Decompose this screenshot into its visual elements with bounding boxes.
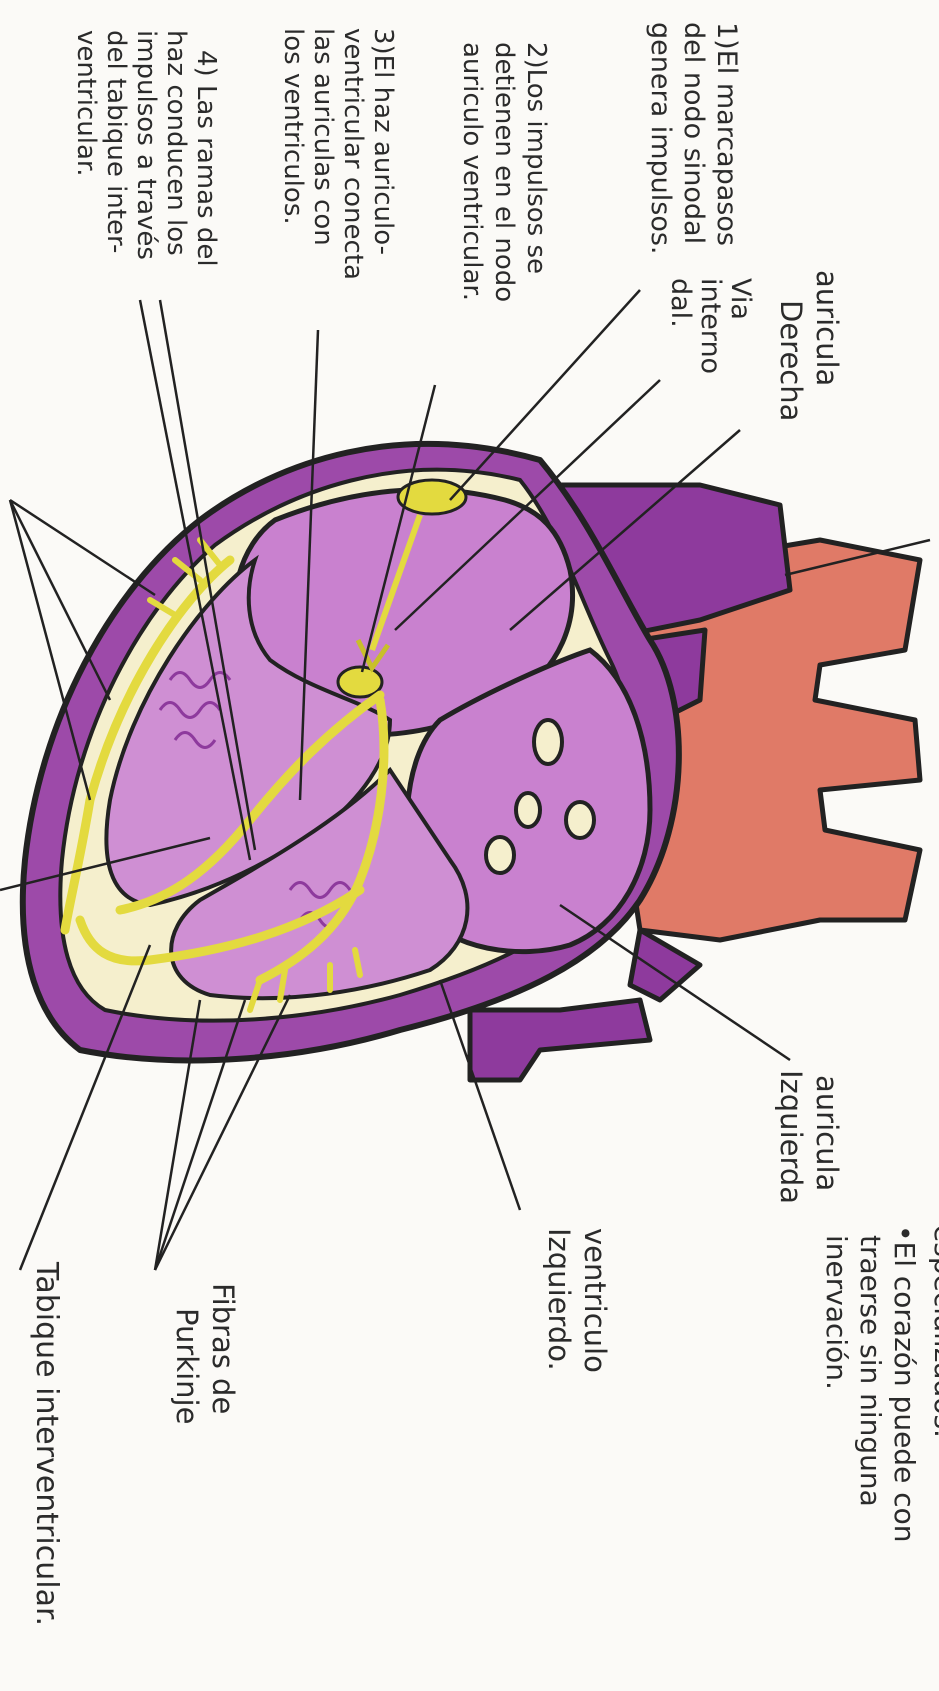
atrioventricular-node: [338, 667, 382, 697]
pulmonary-opening: [534, 720, 562, 764]
label-via-internodal: Via interno dal.: [665, 278, 756, 374]
label-ventriculo-izquierdo: ventriculo Izquierdo.: [542, 1228, 612, 1373]
label-auricula-derecha: auricula Derecha: [774, 270, 844, 421]
note-line: traerse sin ninguna: [854, 1235, 887, 1507]
note-line: especializados.: [928, 1225, 939, 1438]
note-line: inervación.: [820, 1235, 853, 1390]
label-auricula-derecha-line: auricula: [810, 270, 844, 386]
label-haz-line: las auriculas con: [308, 28, 338, 246]
label-auricula-izquierda-line: Izquierda: [774, 1070, 808, 1204]
heart-illustration: [23, 444, 920, 1080]
label-via-line: interno: [695, 278, 726, 374]
label-ventriculo-izquierdo-line: ventriculo: [578, 1228, 612, 1373]
label-via-line: dal.: [665, 278, 696, 328]
sinoatrial-node: [398, 480, 466, 514]
label-purkinje: Fibras de Purkinje: [170, 1283, 240, 1424]
label-tabique-line: Tabique interventricular.: [29, 1261, 64, 1626]
label-auricula-izquierda-line: auricula: [810, 1075, 844, 1191]
label-marcapasos-line: del nodo sinodal: [678, 22, 709, 244]
label-ramas: 4) Las ramas del haz conducen los impuls…: [71, 30, 221, 267]
label-ramas-line: impulsos a través: [131, 30, 161, 260]
label-ramas-line: ventricular.: [71, 30, 101, 176]
label-ramas-line: haz conducen los: [161, 30, 191, 256]
note-line: •El corazón puede con: [888, 1225, 921, 1542]
label-nodo-av-line: auriculo ventricular.: [457, 42, 487, 301]
label-auricula-derecha-line: Derecha: [774, 300, 808, 421]
label-marcapasos-line: genera impulsos.: [645, 22, 676, 255]
leader-purkinje-top-b: [10, 500, 110, 700]
pulmonary-opening: [566, 802, 594, 838]
label-nodo-av-line: 2)Los impulsos se: [521, 42, 551, 274]
label-ventriculo-izquierdo-line: Izquierdo.: [542, 1228, 576, 1371]
label-purkinje-line: Fibras de: [206, 1283, 240, 1414]
label-ramas-line: 4) Las ramas del: [191, 50, 221, 267]
label-haz: 3)El haz auriculo- ventricular conecta l…: [278, 28, 398, 280]
label-marcapasos-line: 1)El marcapasos: [711, 22, 742, 246]
label-haz-line: 3)El haz auriculo-: [368, 28, 398, 255]
pulmonary-opening: [486, 837, 514, 873]
pulmonary-opening: [516, 793, 540, 827]
label-nodo-av-line: detienen en el nodo: [489, 42, 519, 302]
label-nodo-av: 2)Los impulsos se detienen en el nodo au…: [457, 42, 551, 302]
label-via-line: Via: [725, 278, 756, 320]
label-ramas-line: del tabique inter-: [101, 30, 131, 253]
label-auricula-izquierda: auricula Izquierda: [774, 1070, 844, 1204]
label-marcapasos: 1)El marcapasos del nodo sinodal genera …: [645, 22, 742, 255]
note-cut-off: especializados. •El corazón puede con tr…: [820, 1225, 939, 1542]
label-haz-line: ventricular conecta: [338, 28, 368, 280]
label-haz-line: los ventriculos.: [278, 28, 308, 225]
label-purkinje-line: Purkinje: [170, 1308, 204, 1424]
label-tabique: Tabique interventricular.: [29, 1261, 64, 1626]
